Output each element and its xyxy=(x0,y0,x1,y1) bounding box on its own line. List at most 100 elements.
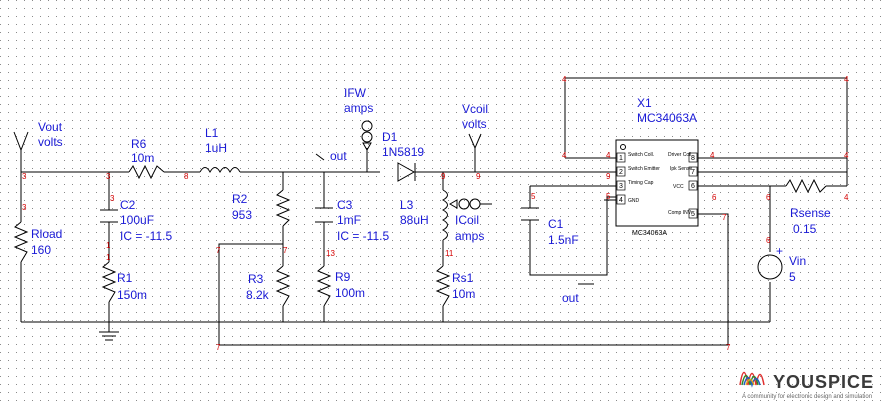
l1-value: 1uH xyxy=(205,141,227,155)
node-number: 7 xyxy=(283,246,288,255)
l3-value: 88uH xyxy=(400,213,429,227)
node-number: 7 xyxy=(722,213,727,222)
node-number: 4 xyxy=(562,151,567,160)
node-number: 8 xyxy=(184,172,189,181)
node-number: 3 xyxy=(22,172,27,181)
r9-name: R9 xyxy=(335,270,351,284)
x1-ic[interactable]: X1 MC34063A MC34063A 1 2 3 4 8 7 6 5 Swi… xyxy=(615,96,699,237)
node-number: 9 xyxy=(606,172,611,181)
brand-name: YOUSPICE xyxy=(773,372,874,392)
x1-body-label: MC34063A xyxy=(632,230,667,237)
r1-name: R1 xyxy=(117,271,133,285)
c2-capacitor[interactable]: C2 100uF IC = -11.5 xyxy=(100,198,172,243)
rload-resistor[interactable]: Rload 160 xyxy=(13,221,62,263)
r9-resistor[interactable]: R9 100m xyxy=(316,265,365,307)
x1-value: MC34063A xyxy=(637,111,697,125)
r3-value: 8.2k xyxy=(246,288,270,302)
c1-name: C1 xyxy=(548,217,564,231)
r9-value: 100m xyxy=(335,286,365,300)
rload-name: Rload xyxy=(31,227,62,241)
x1-pin-label: Switch Emitter xyxy=(628,166,660,172)
node-number: 1 xyxy=(106,253,111,262)
brand-tagline: A community for electronic design and si… xyxy=(742,394,872,400)
node-number: 7 xyxy=(726,343,731,352)
icoil-name: ICoil xyxy=(455,213,479,227)
r6-value: 10m xyxy=(131,151,154,165)
rsense-value: 0.15 xyxy=(793,222,817,236)
net-label-out-bottom: out xyxy=(562,291,579,305)
c3-capacitor[interactable]: C3 1mF IC = -11.5 xyxy=(315,198,389,243)
node-number: 6 xyxy=(712,193,717,202)
d1-diode[interactable]: D1 1N5819 xyxy=(382,130,424,182)
ifw-name: IFW xyxy=(344,86,367,100)
x1-pin-label: VCC xyxy=(673,184,684,190)
rs1-value: 10m xyxy=(452,287,475,301)
node-number: 13 xyxy=(326,249,335,258)
l3-name: L3 xyxy=(400,198,414,212)
x1-pin-number: 1 xyxy=(619,155,623,162)
node-number: 4 xyxy=(844,75,849,84)
x1-name: X1 xyxy=(637,96,652,110)
x1-pin-label: Timing Cap xyxy=(628,180,654,186)
node-number: 5 xyxy=(606,192,611,201)
vout-probe[interactable]: Vout volts xyxy=(13,120,63,152)
node-number: 9 xyxy=(441,172,446,181)
vin-name: Vin xyxy=(789,254,806,268)
vcoil-probe[interactable]: Vcoil volts xyxy=(462,102,488,150)
r1-value: 150m xyxy=(117,288,147,302)
l1-inductor[interactable]: L1 1uH xyxy=(199,126,241,174)
node-number: 6 xyxy=(766,193,771,202)
node-number: 4 xyxy=(844,151,849,160)
c3-ic: IC = -11.5 xyxy=(337,229,389,243)
x1-pin-label: Switch Coll. xyxy=(628,152,654,158)
x1-pin-number: 3 xyxy=(619,183,623,190)
rsense-name: Rsense xyxy=(790,206,831,220)
r6-name: R6 xyxy=(131,137,147,151)
c2-ic: IC = -11.5 xyxy=(120,229,172,243)
node-number: 6 xyxy=(766,236,771,245)
rs1-resistor[interactable]: Rs1 10m xyxy=(435,265,475,307)
vin-plus-icon: + xyxy=(776,244,783,258)
x1-pin-number: 6 xyxy=(691,183,695,190)
r2-name: R2 xyxy=(232,192,248,206)
vcoil-name: Vcoil xyxy=(462,102,488,116)
x1-pin-number: 4 xyxy=(619,197,623,204)
c2-value: 100uF xyxy=(120,213,154,227)
c3-value: 1mF xyxy=(337,213,361,227)
node-number: 4 xyxy=(710,151,715,160)
vin-source[interactable]: + Vin 5 xyxy=(757,244,806,284)
icoil-probe[interactable]: ICoil amps xyxy=(448,198,492,243)
rload-value: 160 xyxy=(31,243,51,257)
x1-pin-label: GND xyxy=(628,198,640,204)
c1-capacitor[interactable]: C1 1.5nF xyxy=(521,207,579,247)
node-number: 4 xyxy=(606,151,611,160)
x1-pin-number: 5 xyxy=(691,211,695,218)
r2-value: 953 xyxy=(232,208,252,222)
node-number: 11 xyxy=(445,249,454,258)
l3-inductor[interactable]: L3 88uH xyxy=(400,189,448,241)
rsense-resistor[interactable]: Rsense 0.15 xyxy=(785,178,831,236)
c1-value: 1.5nF xyxy=(548,233,579,247)
r6-resistor[interactable]: R6 10m xyxy=(128,137,165,180)
r3-resistor[interactable]: R3 8.2k xyxy=(246,265,291,307)
x1-pin-number: 8 xyxy=(691,155,695,162)
r2-resistor[interactable]: R2 953 xyxy=(232,189,291,227)
c3-name: C3 xyxy=(337,198,353,212)
node-number: 3 xyxy=(110,194,115,203)
ifw-unit: amps xyxy=(344,101,373,115)
vout-unit: volts xyxy=(38,135,63,149)
youspice-logo: YOUSPICE A community for electronic desi… xyxy=(739,371,874,400)
l1-name: L1 xyxy=(205,126,219,140)
c2-name: C2 xyxy=(120,198,136,212)
node-number: 1 xyxy=(106,241,111,250)
d1-name: D1 xyxy=(382,130,398,144)
node-numbers: 3 3 3 3 1 1 8 7 7 7 7 13 9 9 11 5 5 4 4 … xyxy=(22,75,849,352)
x1-pin-number: 7 xyxy=(691,169,695,176)
ifw-probe[interactable]: IFW amps xyxy=(344,86,373,152)
node-number: 5 xyxy=(531,192,536,201)
r1-resistor[interactable]: R1 150m xyxy=(101,261,147,303)
youspice-wave-icon xyxy=(739,371,765,388)
node-number: 7 xyxy=(216,246,221,255)
